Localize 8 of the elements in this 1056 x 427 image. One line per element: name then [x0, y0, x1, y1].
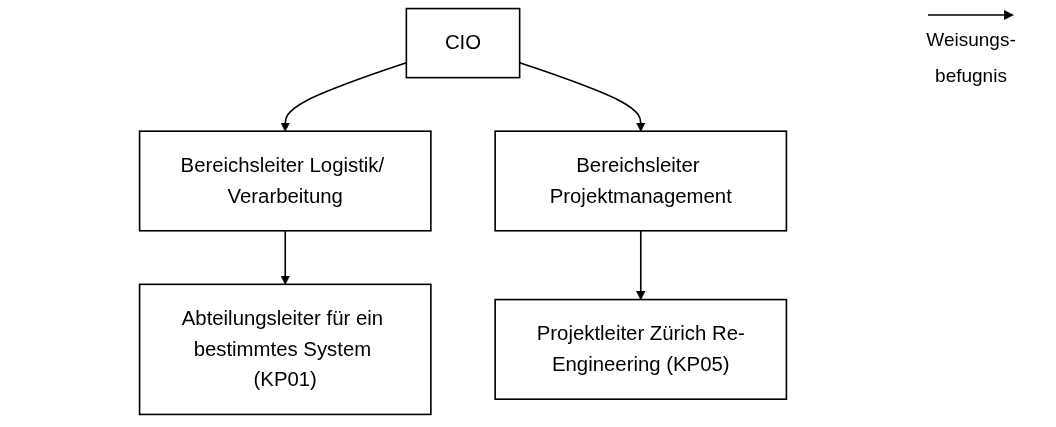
node-box: Bereichsleiter Logistik/ Verarbeitung — [138, 130, 432, 232]
node-box: CIO — [405, 7, 521, 79]
node-box: Projektleiter Zürich Re-Engineering (KP05) — [494, 298, 788, 400]
legend-text: Weisungs- befugnis — [926, 28, 1016, 89]
node-box: Abteilungsleiter für ein bestimmtes System (KP01) — [138, 283, 432, 416]
node-box: Bereichsleiter Projektmanagement — [494, 130, 788, 232]
arrow — [636, 229, 646, 300]
arrow — [280, 229, 290, 285]
